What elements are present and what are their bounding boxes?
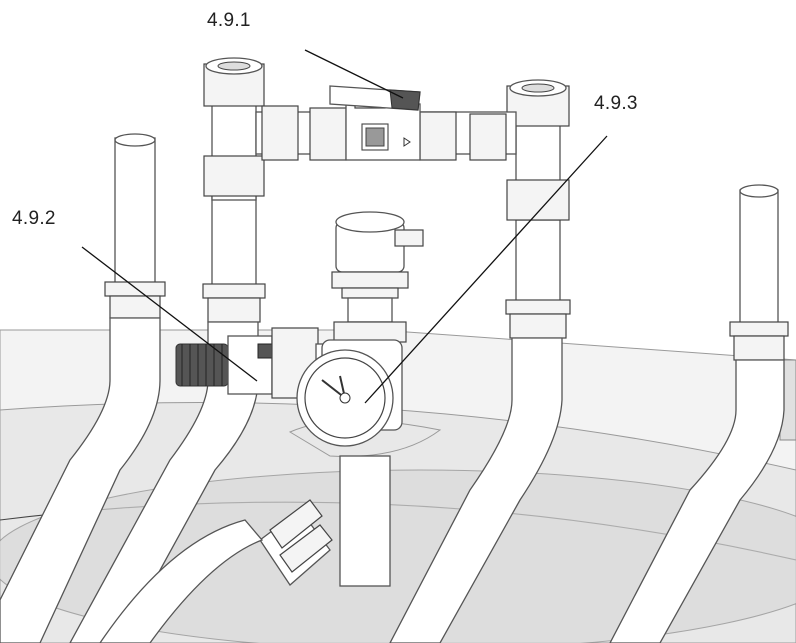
callout-label-gauge: 4.9.3 [594,93,638,114]
callout-label-safety-valve: 4.9.2 [12,208,56,229]
pressure-gauge [99,339,442,643]
callout-label-valve: 4.9.1 [207,10,251,31]
leader-line-gauge [364,135,608,404]
air-vent [331,211,424,343]
top-manifold [203,57,570,221]
left-center-pipe [69,189,266,643]
right-pipe [609,184,789,643]
right-center-pipe [389,209,571,643]
leader-line-safety-valve [81,246,258,382]
leader-line-valve [304,49,404,99]
